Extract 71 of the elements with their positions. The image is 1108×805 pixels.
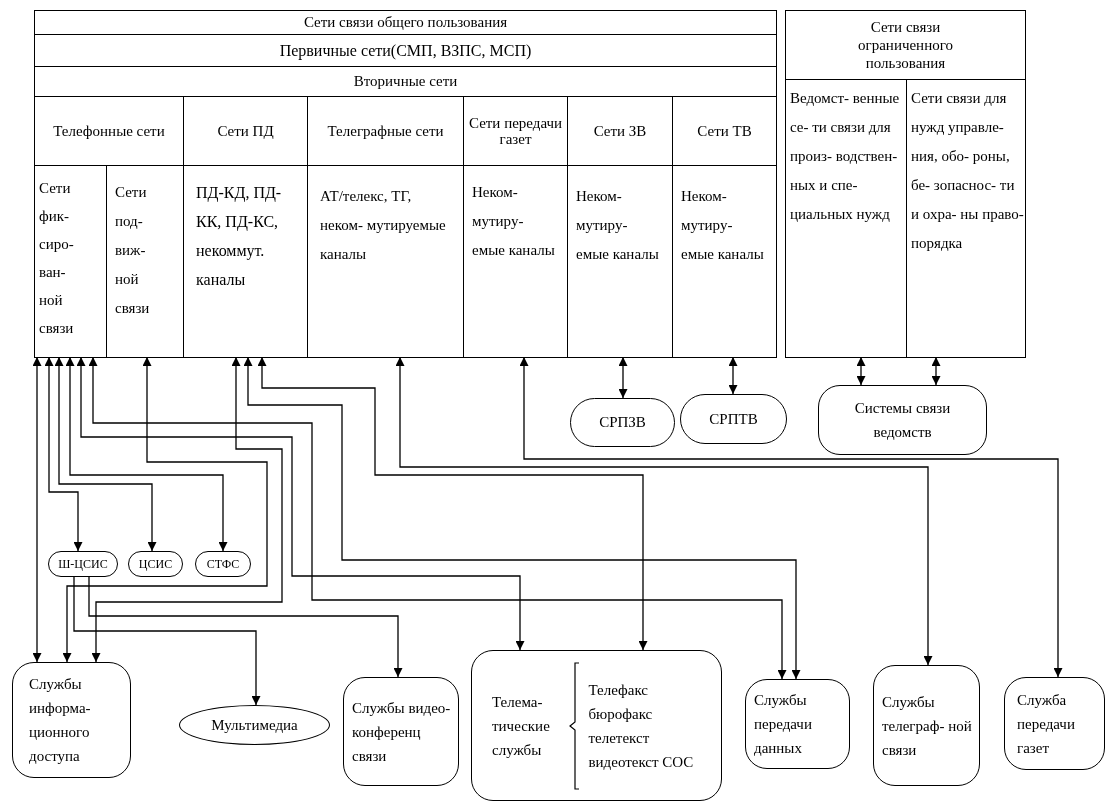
node-text: Службы информа- ционного доступа <box>29 675 92 766</box>
rounded-box <box>873 665 980 786</box>
node-text: Неком- мутиру- емые каналы <box>681 187 764 264</box>
node-text: Ш-ЦСИС <box>58 556 108 573</box>
node-text: СРПЗВ <box>599 413 646 433</box>
connector-arrow <box>32 356 42 663</box>
node-text: Сети связи для нужд управле- ния, обо- роны, бе- зопаснос- ти и охра- ны право- порядка <box>911 89 1025 253</box>
rounded-box <box>343 677 459 786</box>
table-cell <box>672 165 777 358</box>
table-cell <box>785 79 907 358</box>
node-text: Сети ТВ <box>697 121 752 141</box>
rounded-box <box>12 662 131 778</box>
table-cell <box>785 10 1026 80</box>
node-text: Вторичные сети <box>353 72 458 92</box>
rounded-box <box>195 551 251 577</box>
connector-arrow <box>257 356 648 651</box>
node-text: Сети фик- сиро- ван- ной связи <box>39 179 75 338</box>
node-text: Системы связи ведомств <box>853 399 952 442</box>
connector-arrow <box>44 356 83 552</box>
node-text: Сети ПД <box>217 121 274 141</box>
connector-arrow <box>931 356 941 386</box>
connector-arrow <box>54 356 157 552</box>
node-text: ПД-КД, ПД-КК, ПД-КС, некоммут. каналы <box>196 183 283 290</box>
table-cell <box>34 10 777 35</box>
rounded-box <box>680 394 787 444</box>
table-cell <box>34 34 777 67</box>
rounded-box <box>471 650 722 801</box>
node-text: Первичные сети(СМП, ВЗПС, МСП) <box>279 40 532 62</box>
node-text: Мультимедиа <box>211 715 298 735</box>
rounded-box <box>1004 677 1105 770</box>
connector-arrow <box>243 356 801 680</box>
node-text: Службы передачи данных <box>754 691 813 758</box>
node-text: Службы видео- конференц связи <box>352 698 452 766</box>
node-text: Сети под- виж- ной связи <box>115 183 151 318</box>
connector-arrow <box>73 575 261 706</box>
table-cell <box>34 165 107 358</box>
connector-arrow <box>65 356 228 552</box>
connector-arrow <box>618 356 628 399</box>
rounded-box <box>745 679 850 769</box>
connector-arrow <box>91 356 283 663</box>
rounded-box <box>48 551 118 577</box>
node-text: Неком- мутиру- емые каналы <box>472 183 555 260</box>
node-text: Телефонные сети <box>53 121 165 141</box>
node-text: Неком- мутиру- емые каналы <box>576 187 660 264</box>
node-text: Сети ЗВ <box>593 121 647 141</box>
node-text: Ведомст- венные се- ти связи для произ- водствен- ных и спе- циальных нужд <box>790 89 901 224</box>
node-text: АТ/телекс, ТГ, неком- мутируемые каналы <box>320 187 447 264</box>
node-text: СТФС <box>206 556 240 573</box>
node-text: Службы телеграф- ной связи <box>882 692 973 760</box>
connector-arrow <box>728 356 738 395</box>
rounded-box <box>818 385 987 455</box>
node-text: Телефакс бюрофакс телетекст видеотекст СОС <box>588 680 695 772</box>
connector-arrow <box>88 356 787 680</box>
connector-arrow <box>76 356 525 651</box>
connector-arrow <box>856 356 866 386</box>
node-text: ЦСИС <box>138 556 173 573</box>
node-text: Служба передачи газет <box>1017 690 1076 758</box>
node-text: Телеграфные сети <box>327 122 444 141</box>
node-text: Сети передачи газет <box>467 115 564 147</box>
node-text: Сети связи общего пользования <box>303 13 508 33</box>
node-text: СРПТВ <box>709 409 758 429</box>
table-cell <box>34 66 777 97</box>
node-text: Сети связи ограниченного пользования <box>857 18 954 72</box>
rounded-box <box>128 551 183 577</box>
node-text: Телема- тические службы <box>492 692 551 760</box>
table-cell <box>906 79 1026 358</box>
connector-arrow <box>395 356 933 666</box>
rounded-box <box>570 398 675 447</box>
connector-arrow <box>519 356 1063 678</box>
connector-arrow <box>62 356 268 663</box>
connector-arrow <box>88 575 403 678</box>
